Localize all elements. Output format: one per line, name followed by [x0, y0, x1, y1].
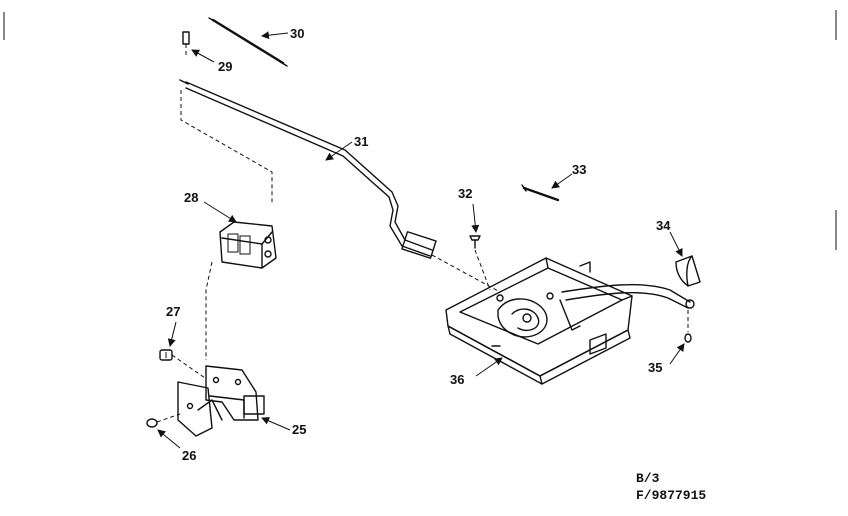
label-26: 26: [182, 448, 196, 463]
label-33: 33: [572, 162, 586, 177]
lever-arm: [561, 283, 695, 309]
label-36: 36: [450, 372, 464, 387]
label-25: 25: [292, 422, 306, 437]
part-30-pin: [208, 17, 288, 67]
part-31-rod: [179, 79, 501, 293]
part-34-knob: [675, 255, 701, 287]
part-25-bracket: [177, 365, 265, 437]
part-32-screw: [469, 235, 491, 291]
label-35: 35: [648, 360, 662, 375]
part-27-screw: [159, 349, 206, 379]
footer-figure-ref: F/9877915: [636, 488, 706, 503]
part-26-nut: [146, 413, 181, 428]
label-27: 27: [166, 304, 180, 319]
leader-lines: [157, 31, 685, 449]
label-30: 30: [290, 26, 304, 41]
part-29-screw: [182, 31, 190, 58]
part-35-nut: [684, 310, 692, 343]
label-29: 29: [218, 59, 232, 74]
part-36-pan: [445, 257, 633, 385]
label-31: 31: [354, 134, 368, 149]
footer-page-ref: B/3: [636, 471, 660, 486]
label-28: 28: [184, 190, 198, 205]
label-32: 32: [458, 186, 472, 201]
part-33-pin: [521, 184, 560, 202]
part-28-switch: [205, 221, 277, 360]
label-34: 34: [656, 218, 671, 233]
